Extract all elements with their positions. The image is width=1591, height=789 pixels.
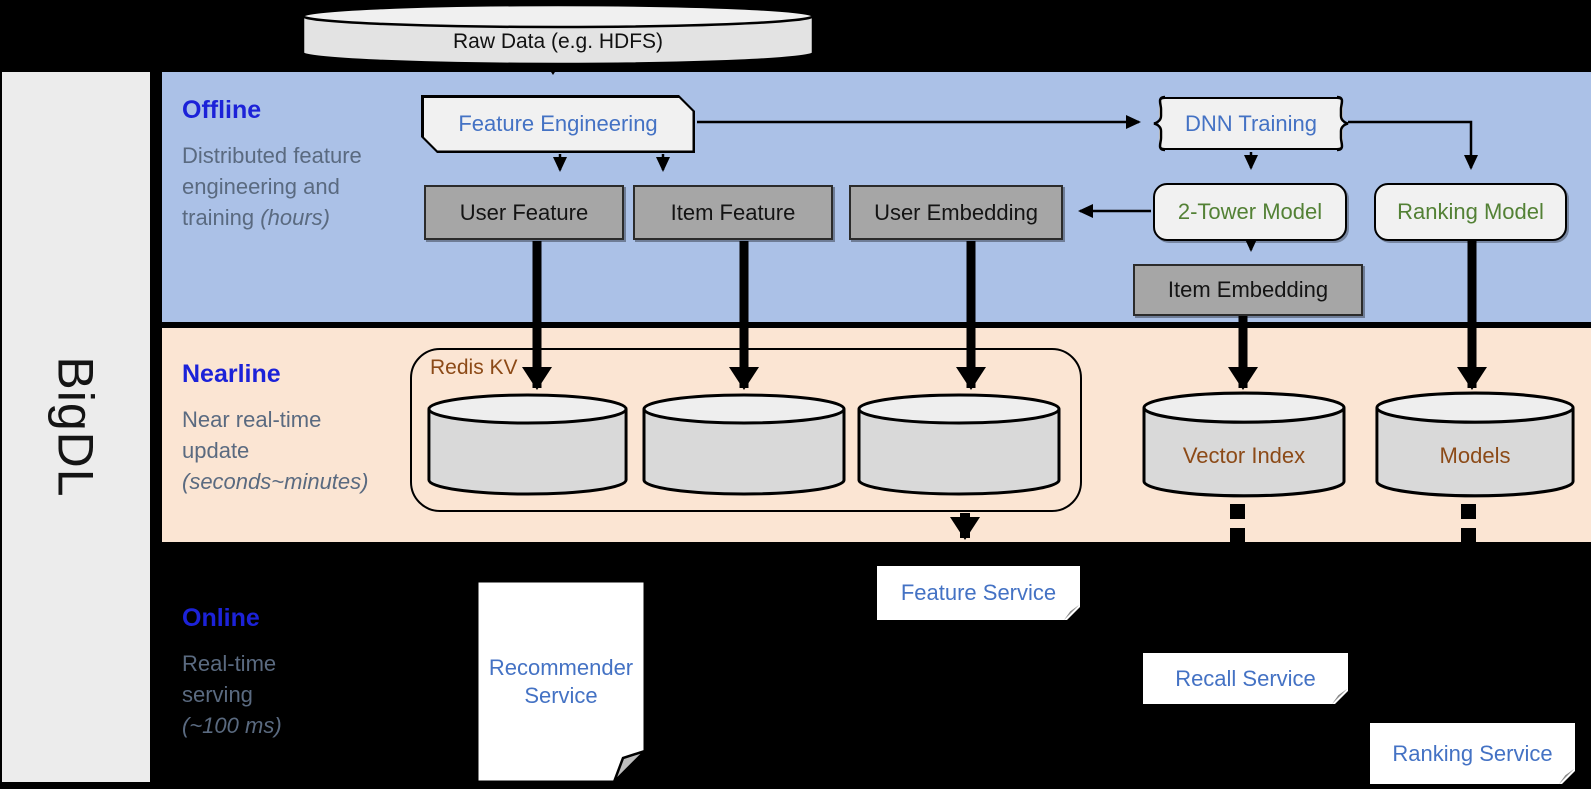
online-title: Online — [182, 604, 260, 632]
recall-service-box: Recall Service — [1143, 653, 1348, 704]
cylinder-shape — [857, 393, 1061, 496]
cylinder-shape — [642, 393, 846, 496]
raw-data-cylinder: Raw Data (e.g. HDFS) — [300, 3, 816, 67]
recall-service-label: Recall Service — [1175, 665, 1316, 691]
item-feature-label: Item Feature — [670, 199, 796, 225]
dnn-training-box-fill — [1159, 97, 1343, 150]
bigdl-brand-bar: BigDL — [2, 72, 150, 782]
ranking-model-label: Ranking Model — [1397, 199, 1544, 224]
models-cylinder: Models — [1373, 390, 1577, 500]
nearline-title: Nearline — [182, 360, 281, 388]
cylinder-shape — [1142, 391, 1346, 498]
raw-data-label: Raw Data (e.g. HDFS) — [452, 30, 664, 53]
document-shape — [475, 579, 647, 784]
dnn-training-box: DNN Training — [1153, 95, 1349, 152]
cylinder-shape — [427, 393, 628, 496]
online-description-italic: (~100 ms) — [182, 713, 282, 739]
offline-description-italic: (hours) — [260, 205, 330, 231]
ranking-service-label: Ranking Service — [1392, 740, 1553, 766]
item-embedding-box: Item Embedding — [1133, 264, 1363, 316]
ranking-model-box: Ranking Model — [1374, 183, 1567, 241]
redis-shard-cylinder-2 — [640, 392, 848, 498]
feature-service-box: Feature Service — [877, 566, 1080, 620]
nearline-description-italic: (seconds~minutes) — [182, 469, 369, 495]
feature-service-label: Feature Service — [900, 580, 1057, 605]
vector-index-cylinder: Vector Index — [1140, 390, 1348, 500]
offline-title: Offline — [182, 96, 262, 124]
user-embedding-label: User Embedding — [874, 199, 1038, 225]
online-description: Real-time serving (~100 ms) — [182, 648, 302, 742]
bigdl-brand-label: BigDL — [48, 356, 104, 498]
cylinder-shape — [1375, 391, 1575, 498]
online-description-text: Real-time serving — [182, 651, 277, 708]
user-embedding-box: User Embedding — [849, 185, 1063, 240]
user-feature-label: User Feature — [459, 199, 589, 225]
recommender-service-document: Recommender Service — [475, 579, 647, 784]
ranking-service-box: Ranking Service — [1370, 723, 1575, 784]
feature-engineering-label: Feature Engineering — [458, 111, 658, 136]
nearline-description-text: Near real-time update — [182, 407, 322, 464]
vector-index-label: Vector Index — [1182, 443, 1306, 468]
dnn-training-label: DNN Training — [1184, 110, 1318, 136]
feature-engineering-box: Feature Engineering — [421, 95, 695, 153]
nearline-description: Near real-time update (seconds~minutes) — [182, 404, 387, 498]
offline-description-text: Distributed feature engineering and trai… — [182, 143, 362, 231]
two-tower-model-label: 2-Tower Model — [1177, 199, 1323, 224]
cylinder-shape — [301, 3, 815, 66]
left-brace-shape — [1153, 95, 1166, 152]
models-label: Models — [1439, 443, 1511, 468]
item-feature-box: Item Feature — [633, 185, 833, 240]
offline-description: Distributed feature engineering and trai… — [182, 140, 362, 234]
redis-kv-label: Redis KV — [430, 356, 518, 379]
user-feature-box: User Feature — [424, 185, 624, 240]
item-embedding-label: Item Embedding — [1167, 277, 1329, 302]
redis-shard-cylinder-1 — [425, 392, 630, 498]
redis-shard-cylinder-3 — [855, 392, 1063, 498]
two-tower-model-box: 2-Tower Model — [1153, 183, 1347, 241]
recommender-service-label: Recommender Service — [488, 655, 634, 708]
feature-engineering-box-fill — [423, 97, 693, 151]
